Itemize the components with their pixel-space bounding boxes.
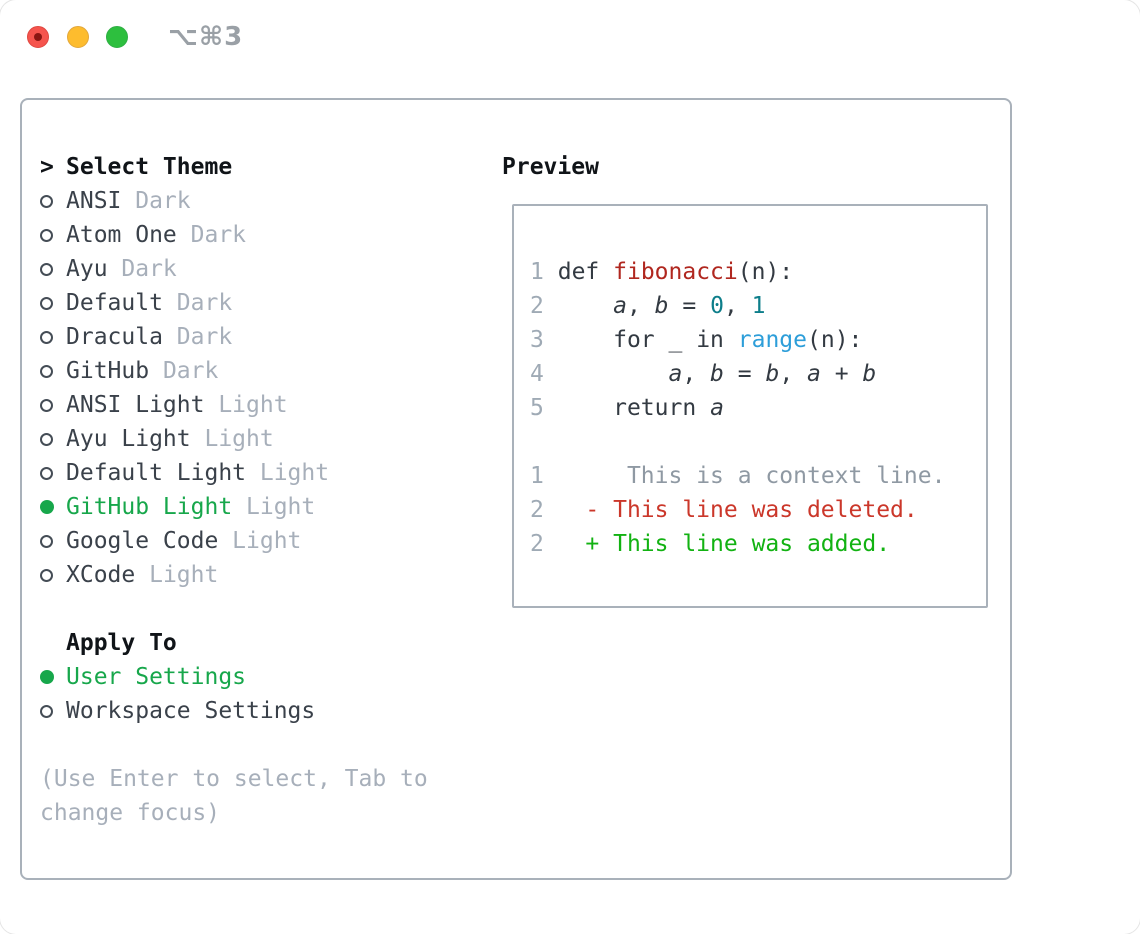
preview-line-4: 4 a, b = b, a + b <box>530 361 877 387</box>
preview-line-5: 5 return a <box>530 395 724 421</box>
theme-option-github[interactable]: GitHub Dark <box>40 354 329 388</box>
theme-name: XCode <box>66 562 136 588</box>
keyboard-hint: (Use Enter to select, Tab to change focus… <box>40 762 428 830</box>
theme-variant-label: Dark <box>162 358 219 384</box>
theme-variant-label: Light <box>204 426 274 452</box>
radio-unselected-icon <box>40 228 53 242</box>
theme-variant-label: Light <box>246 494 316 520</box>
theme-option-default-light[interactable]: Default Light Light <box>40 456 329 490</box>
theme-variant-label: Light <box>149 562 219 588</box>
preview-line-9: 2 + This line was added. <box>530 531 891 557</box>
theme-option-github-light[interactable]: GitHub Light Light <box>40 490 329 524</box>
theme-option-google-code[interactable]: Google Code Light <box>40 524 329 558</box>
prompt-caret-icon: > <box>40 154 54 180</box>
apply-option-label: Workspace Settings <box>66 698 316 724</box>
keyboard-shortcut-label: ⌥⌘3 <box>168 22 244 52</box>
theme-option-xcode[interactable]: XCode Light <box>40 558 329 592</box>
radio-unselected-icon <box>40 432 53 446</box>
preview-pane: 1 def fibonacci(n): 2 a, b = 0, 1 3 for _ … <box>512 204 988 608</box>
theme-list: > Select Theme ANSI Dark Atom One Dark A… <box>40 150 329 592</box>
theme-variant-label: Light <box>259 460 330 486</box>
titlebar: ⌥⌘3 <box>0 0 1140 75</box>
theme-name: Default <box>66 290 163 316</box>
apply-to-header: Apply To <box>40 626 315 660</box>
theme-name: Ayu Light <box>66 426 191 452</box>
apply-to-section: Apply To User Settings Workspace Setting… <box>40 626 315 728</box>
theme-name: Google Code <box>66 528 219 554</box>
zoom-button[interactable] <box>106 26 128 48</box>
hint-line: change focus) <box>40 800 221 826</box>
preview-line-7: 1 This is a context line. <box>530 463 946 489</box>
preview-line-3: 3 for _ in range(n): <box>530 327 863 353</box>
theme-variant-label: Dark <box>176 290 233 316</box>
radio-unselected-icon <box>40 194 53 208</box>
hint-line: (Use Enter to select, Tab to <box>40 766 428 792</box>
radio-unselected-icon <box>40 568 53 582</box>
theme-variant-label: Dark <box>190 222 247 248</box>
apply-option-workspace-settings[interactable]: Workspace Settings <box>40 694 315 728</box>
theme-name: Ayu <box>66 256 108 282</box>
theme-variant-label: Dark <box>121 256 177 282</box>
minimize-button[interactable] <box>67 26 89 48</box>
preview-line-8: 2 - This line was deleted. <box>530 497 918 523</box>
preview-title: Preview <box>502 154 599 180</box>
theme-name: GitHub <box>66 358 150 384</box>
radio-unselected-icon <box>40 262 53 276</box>
radio-selected-icon <box>40 670 54 684</box>
theme-name: Default Light <box>66 460 247 486</box>
theme-option-atom-one[interactable]: Atom One Dark <box>40 218 329 252</box>
radio-unselected-icon <box>40 466 53 480</box>
theme-option-dracula[interactable]: Dracula Dark <box>40 320 329 354</box>
radio-unselected-icon <box>40 364 53 378</box>
apply-to-title: Apply To <box>66 630 177 656</box>
theme-variant-label: Light <box>218 392 288 418</box>
preview-line-6 <box>530 425 986 459</box>
theme-option-ansi-light[interactable]: ANSI Light Light <box>40 388 329 422</box>
radio-unselected-icon <box>40 704 53 718</box>
theme-variant-label: Dark <box>176 324 233 350</box>
preview-line-2: 2 a, b = 0, 1 <box>530 293 766 319</box>
theme-name: Atom One <box>66 222 177 248</box>
theme-name: ANSI Light <box>66 392 205 418</box>
preview-code: 1 def fibonacci(n): 2 a, b = 0, 1 3 for _ … <box>514 206 986 561</box>
close-edited-dot-icon <box>34 33 42 41</box>
apply-option-label: User Settings <box>66 664 247 690</box>
select-theme-header: > Select Theme <box>40 150 329 184</box>
theme-variant-label: Dark <box>135 188 191 214</box>
theme-name: Dracula <box>66 324 163 350</box>
theme-variant-label: Light <box>232 528 302 554</box>
radio-unselected-icon <box>40 534 53 548</box>
theme-name: GitHub Light <box>66 494 233 520</box>
theme-option-ayu-light[interactable]: Ayu Light Light <box>40 422 329 456</box>
apply-option-user-settings[interactable]: User Settings <box>40 660 315 694</box>
theme-option-ayu[interactable]: Ayu Dark <box>40 252 329 286</box>
theme-option-ansi[interactable]: ANSI Dark <box>40 184 329 218</box>
preview-line-1: 1 def fibonacci(n): <box>530 259 794 285</box>
select-theme-title: Select Theme <box>66 154 233 180</box>
radio-unselected-icon <box>40 296 53 310</box>
theme-option-default[interactable]: Default Dark <box>40 286 329 320</box>
theme-picker-panel: > Select Theme ANSI Dark Atom One Dark A… <box>20 98 1012 880</box>
theme-name: ANSI <box>66 188 122 214</box>
radio-selected-icon <box>40 500 54 514</box>
close-button[interactable] <box>27 26 49 48</box>
radio-unselected-icon <box>40 330 53 344</box>
radio-unselected-icon <box>40 398 53 412</box>
